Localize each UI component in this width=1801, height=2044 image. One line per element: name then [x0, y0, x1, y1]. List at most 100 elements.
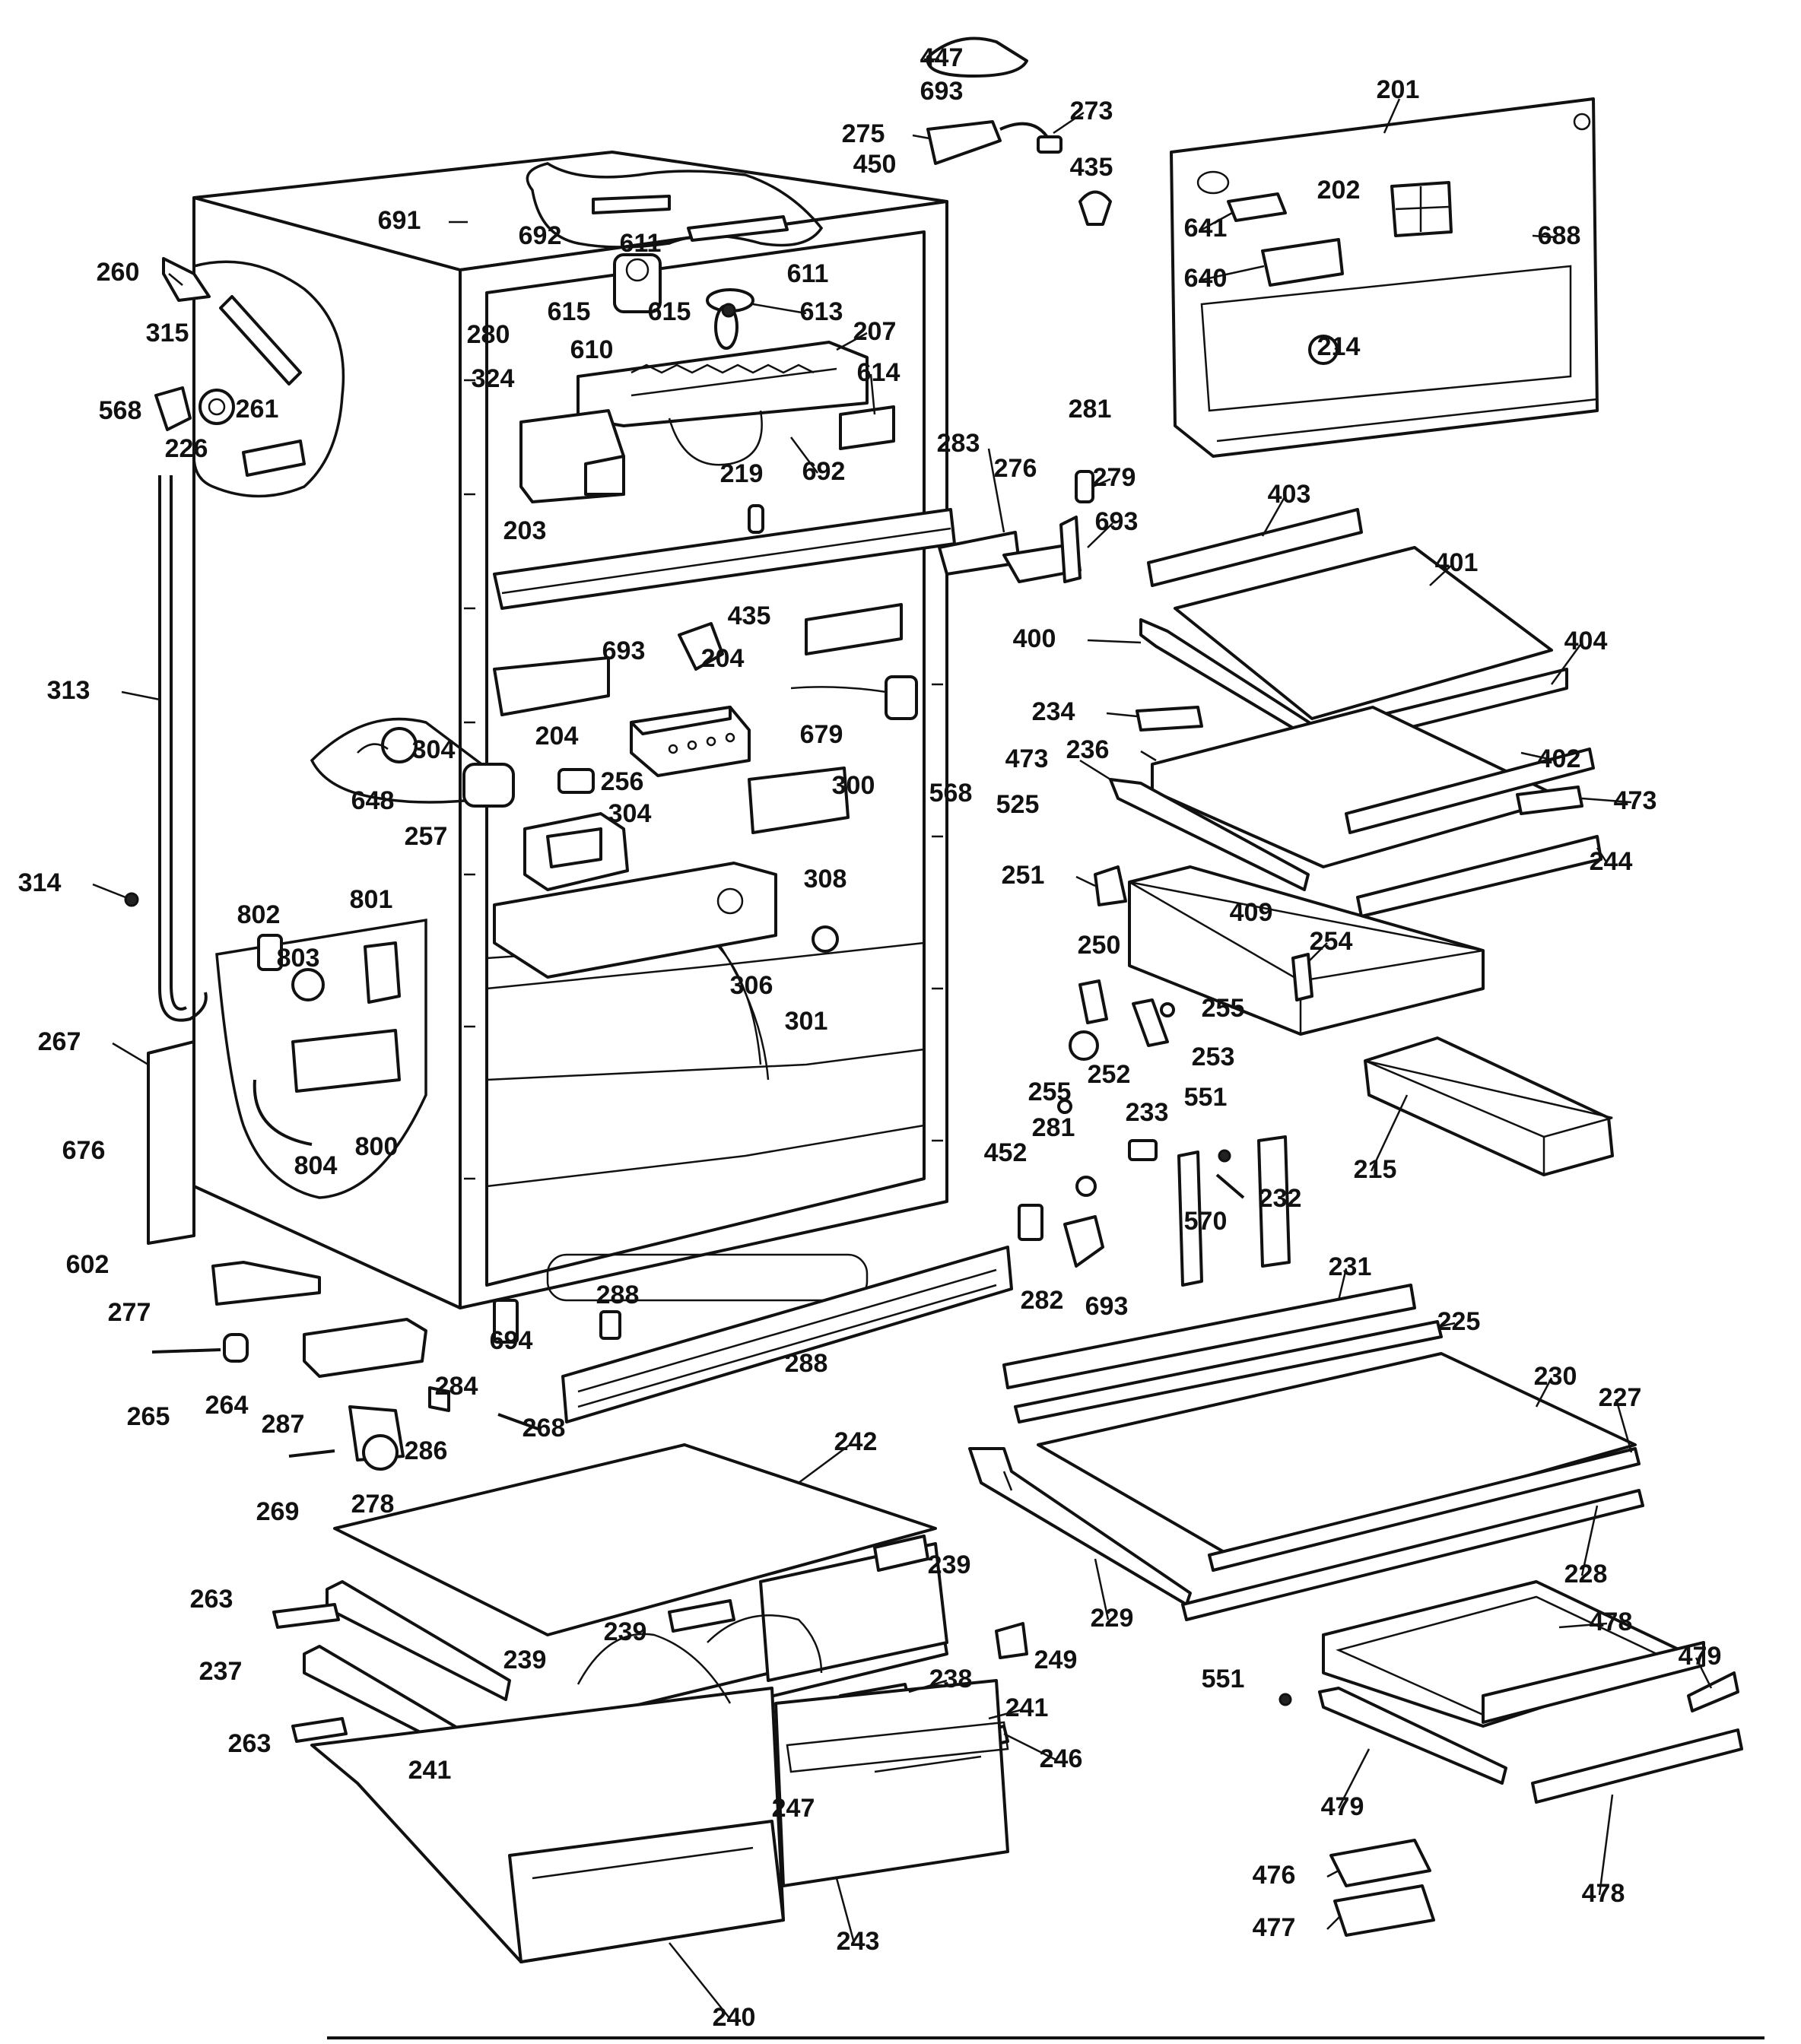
part-label-239: 239: [503, 1646, 547, 1674]
part-label-264: 264: [205, 1391, 249, 1420]
part-label-478: 478: [1582, 1879, 1625, 1908]
part-label-602: 602: [66, 1250, 110, 1279]
shelf-support-parts: [1057, 979, 1614, 1287]
part-label-315: 315: [146, 319, 189, 348]
part-label-804: 804: [294, 1151, 338, 1180]
part-label-568: 568: [929, 779, 973, 808]
part-label-640: 640: [1184, 264, 1228, 293]
part-label-242: 242: [834, 1427, 878, 1456]
part-label-401: 401: [1435, 548, 1479, 577]
part-label-239: 239: [928, 1550, 971, 1579]
part-label-324: 324: [472, 364, 515, 393]
part-label-279: 279: [1093, 463, 1136, 492]
part-label-240: 240: [713, 2003, 756, 2032]
part-label-281: 281: [1032, 1113, 1075, 1142]
part-label-648: 648: [351, 786, 395, 815]
part-label-241: 241: [1005, 1693, 1049, 1722]
part-label-615: 615: [648, 297, 691, 326]
part-label-251: 251: [1002, 861, 1045, 890]
part-label-276: 276: [994, 454, 1037, 483]
part-label-225: 225: [1437, 1307, 1481, 1336]
part-label-692: 692: [802, 457, 846, 486]
part-label-232: 232: [1259, 1184, 1302, 1213]
part-label-450: 450: [853, 150, 897, 179]
part-label-800: 800: [355, 1132, 399, 1161]
part-label-230: 230: [1534, 1362, 1577, 1391]
part-label-473: 473: [1005, 744, 1049, 773]
fresh-food-shelves-upper: [938, 470, 1602, 1036]
part-label-237: 237: [199, 1657, 243, 1686]
part-label-286: 286: [405, 1436, 448, 1465]
part-label-239: 239: [604, 1617, 647, 1646]
part-label-688: 688: [1538, 221, 1581, 250]
part-label-301: 301: [785, 1007, 828, 1036]
part-label-267: 267: [38, 1027, 81, 1056]
part-label-479: 479: [1679, 1642, 1722, 1671]
part-label-207: 207: [853, 317, 897, 346]
part-label-308: 308: [804, 865, 847, 893]
cabinet-top-cutout: [526, 162, 824, 249]
part-label-238: 238: [929, 1665, 973, 1693]
part-label-263: 263: [190, 1585, 233, 1614]
part-label-611: 611: [787, 259, 829, 288]
part-label-277: 277: [108, 1298, 151, 1327]
part-label-219: 219: [720, 459, 764, 488]
part-label-693: 693: [602, 636, 646, 665]
part-label-214: 214: [1317, 332, 1361, 361]
part-label-250: 250: [1078, 931, 1121, 960]
part-label-676: 676: [62, 1136, 106, 1165]
part-label-268: 268: [523, 1414, 566, 1443]
part-label-255: 255: [1028, 1078, 1072, 1106]
part-label-256: 256: [601, 767, 644, 796]
side-panel: [147, 1040, 195, 1245]
part-label-273: 273: [1070, 97, 1113, 125]
part-label-280: 280: [467, 320, 510, 349]
part-label-233: 233: [1126, 1098, 1169, 1127]
part-label-265: 265: [127, 1402, 170, 1431]
part-label-231: 231: [1329, 1252, 1372, 1281]
part-label-694: 694: [490, 1326, 533, 1355]
part-label-243: 243: [837, 1927, 880, 1956]
part-label-215: 215: [1354, 1155, 1397, 1184]
part-label-403: 403: [1268, 480, 1311, 509]
part-label-247: 247: [772, 1794, 815, 1823]
part-label-435: 435: [728, 601, 771, 630]
part-label-304: 304: [412, 735, 456, 764]
leader-lines: [92, 58, 1713, 2020]
part-label-802: 802: [237, 900, 281, 929]
part-label-275: 275: [842, 119, 885, 148]
part-label-288: 288: [785, 1349, 828, 1378]
part-label-447: 447: [920, 43, 964, 72]
part-label-615: 615: [548, 297, 591, 326]
water-line-assembly: [124, 257, 401, 1146]
crisper-drawer-assembly: [272, 1443, 1028, 1963]
part-label-234: 234: [1032, 697, 1075, 726]
part-label-568: 568: [99, 396, 142, 425]
part-label-282: 282: [1021, 1286, 1064, 1315]
top-right-parts: [926, 36, 1599, 458]
defrost-parts-cutout: [215, 918, 427, 1199]
part-label-201: 201: [1377, 75, 1420, 104]
part-label-613: 613: [800, 297, 843, 326]
part-label-246: 246: [1040, 1744, 1083, 1773]
part-label-255: 255: [1202, 994, 1245, 1023]
fresh-food-shelf-lower: [968, 1284, 1743, 1937]
part-label-288: 288: [596, 1281, 640, 1309]
part-label-229: 229: [1091, 1604, 1134, 1633]
part-label-227: 227: [1599, 1383, 1642, 1412]
part-label-278: 278: [351, 1490, 395, 1519]
lower-hinge-and-grille: [151, 1204, 1043, 1471]
part-label-283: 283: [937, 429, 980, 458]
water-valve-cutout: [192, 260, 345, 498]
part-label-261: 261: [236, 395, 279, 424]
part-label-693: 693: [1085, 1292, 1129, 1321]
part-label-244: 244: [1590, 847, 1633, 876]
part-label-551: 551: [1202, 1665, 1245, 1693]
part-label-257: 257: [405, 822, 448, 851]
part-label-479: 479: [1321, 1792, 1364, 1821]
part-label-226: 226: [165, 434, 208, 463]
part-label-300: 300: [832, 771, 875, 800]
part-label-253: 253: [1192, 1043, 1235, 1071]
part-label-204: 204: [701, 644, 745, 673]
part-label-641: 641: [1184, 214, 1228, 243]
